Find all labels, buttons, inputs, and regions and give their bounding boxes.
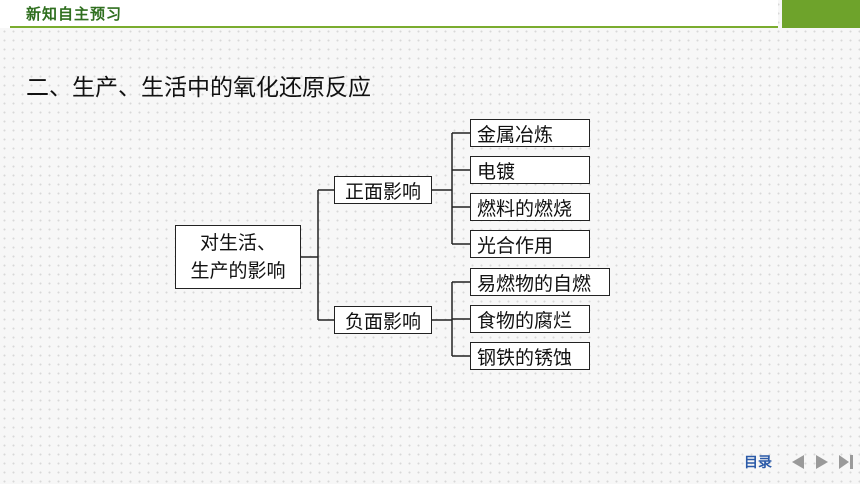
top-banner: 新知自主预习 [0, 0, 860, 28]
page-title: 二、生产、生活中的氧化还原反应 [26, 75, 371, 101]
root-line-1: 对生活、 [199, 232, 276, 254]
slide-nav: 目录 [730, 450, 860, 474]
next-arrow-icon[interactable] [814, 454, 830, 470]
leaf-food-spoilage: 食物的腐烂 [470, 305, 590, 333]
banner-accent-block [782, 0, 860, 28]
leaf-photosynthesis: 光合作用 [470, 230, 590, 258]
leaf-fuel-combustion: 燃料的燃烧 [470, 193, 590, 221]
section-tag: 新知自主预习 [26, 5, 123, 23]
leaf-steel-rusting: 钢铁的锈蚀 [470, 342, 590, 370]
toc-link[interactable]: 目录 [744, 455, 772, 471]
leaf-metal-smelting: 金属冶炼 [470, 119, 590, 147]
branch-positive: 正面影响 [334, 176, 432, 204]
last-page-icon[interactable] [838, 454, 854, 470]
leaf-electroplating: 电镀 [470, 156, 590, 184]
prev-arrow-icon[interactable] [790, 454, 806, 470]
banner-label-box [10, 0, 778, 28]
leaf-spontaneous-combustion: 易燃物的自燃 [470, 268, 610, 296]
root-line-2: 生产的影响 [190, 260, 286, 282]
branch-negative: 负面影响 [334, 306, 432, 334]
root-node: 对生活、 生产的影响 [175, 225, 301, 289]
